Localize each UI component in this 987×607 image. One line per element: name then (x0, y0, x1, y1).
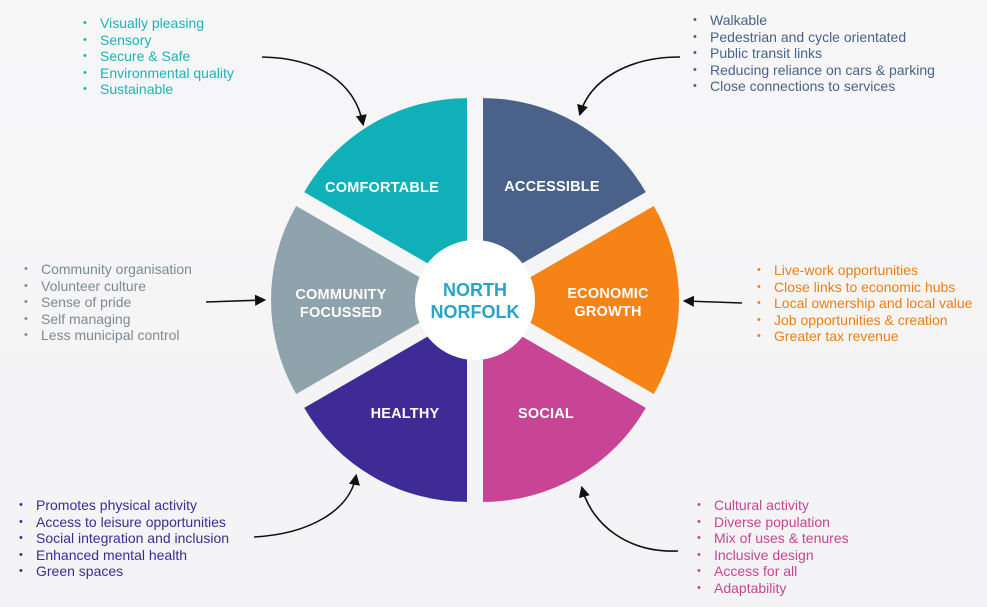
segment-accessible (483, 98, 646, 287)
list-item: Close links to economic hubs (754, 279, 972, 296)
list-item: Job opportunities & creation (754, 312, 972, 329)
list-item: Self managing (21, 311, 192, 328)
segment-label-healthy: HEALTHY (371, 406, 440, 422)
list-item: Mix of uses & tenures (694, 530, 849, 547)
list-item: Secure & Safe (80, 48, 234, 65)
list-social: Cultural activity Diverse population Mix… (694, 497, 849, 596)
list-item: Walkable (690, 12, 935, 29)
segment-economic-growth (491, 206, 679, 394)
list-healthy: Promotes physical activity Access to lei… (16, 497, 229, 580)
list-item: Access for all (694, 563, 849, 580)
segment-healthy (304, 313, 467, 502)
segment-label-economic-line2: GROWTH (574, 304, 641, 320)
list-item: Less municipal control (21, 327, 192, 344)
list-item: Access to leisure opportunities (16, 514, 229, 531)
segment-community-focussed (271, 206, 459, 394)
list-item: Diverse population (694, 514, 849, 531)
list-community: Community organisation Volunteer culture… (21, 261, 192, 344)
arrows-group (205, 56, 743, 552)
list-item: Volunteer culture (21, 278, 192, 295)
segment-label-social: SOCIAL (518, 406, 574, 422)
list-item: Sensory (80, 32, 234, 49)
arrow-accessible (577, 56, 681, 117)
arrow-healthy (253, 473, 360, 538)
segment-label-comfortable: COMFORTABLE (325, 180, 439, 196)
center-label-line2: NORFOLK (431, 302, 520, 322)
list-item: Environmental quality (80, 65, 234, 82)
list-item: Live-work opportunities (754, 262, 972, 279)
center-circle (415, 240, 535, 360)
list-item: Reducing reliance on cars & parking (690, 62, 935, 79)
list-item: Promotes physical activity (16, 497, 229, 514)
segment-comfortable (304, 98, 467, 287)
list-item: Sense of pride (21, 294, 192, 311)
list-item: Public transit links (690, 45, 935, 62)
list-item: Close connections to services (690, 78, 935, 95)
list-item: Enhanced mental health (16, 547, 229, 564)
segment-label-community-line1: COMMUNITY (295, 287, 386, 303)
list-item: Sustainable (80, 81, 234, 98)
segment-label-community-line2: FOCUSSED (300, 305, 382, 321)
list-item: Greater tax revenue (754, 328, 972, 345)
segment-label-economic-line1: ECONOMIC (567, 286, 649, 302)
list-item: Social integration and inclusion (16, 530, 229, 547)
segment-label-accessible: ACCESSIBLE (504, 179, 600, 195)
list-item: Local ownership and local value (754, 295, 972, 312)
arrow-social (578, 485, 679, 552)
arrow-comfortable (261, 56, 367, 127)
list-item: Inclusive design (694, 547, 849, 564)
list-item: Visually pleasing (80, 15, 234, 32)
segments-group (271, 98, 679, 502)
arrow-economic (682, 295, 743, 307)
list-item: Green spaces (16, 563, 229, 580)
list-item: Cultural activity (694, 497, 849, 514)
segment-social (483, 313, 646, 502)
list-item: Pedestrian and cycle orientated (690, 29, 935, 46)
list-item: Adaptability (694, 580, 849, 597)
list-item: Community organisation (21, 261, 192, 278)
list-economic: Live-work opportunities Close links to e… (754, 262, 972, 345)
list-comfortable: Visually pleasing Sensory Secure & Safe … (80, 15, 234, 98)
list-accessible: Walkable Pedestrian and cycle orientated… (690, 12, 935, 95)
center-label-line1: NORTH (443, 280, 507, 300)
arrow-community (205, 294, 267, 306)
